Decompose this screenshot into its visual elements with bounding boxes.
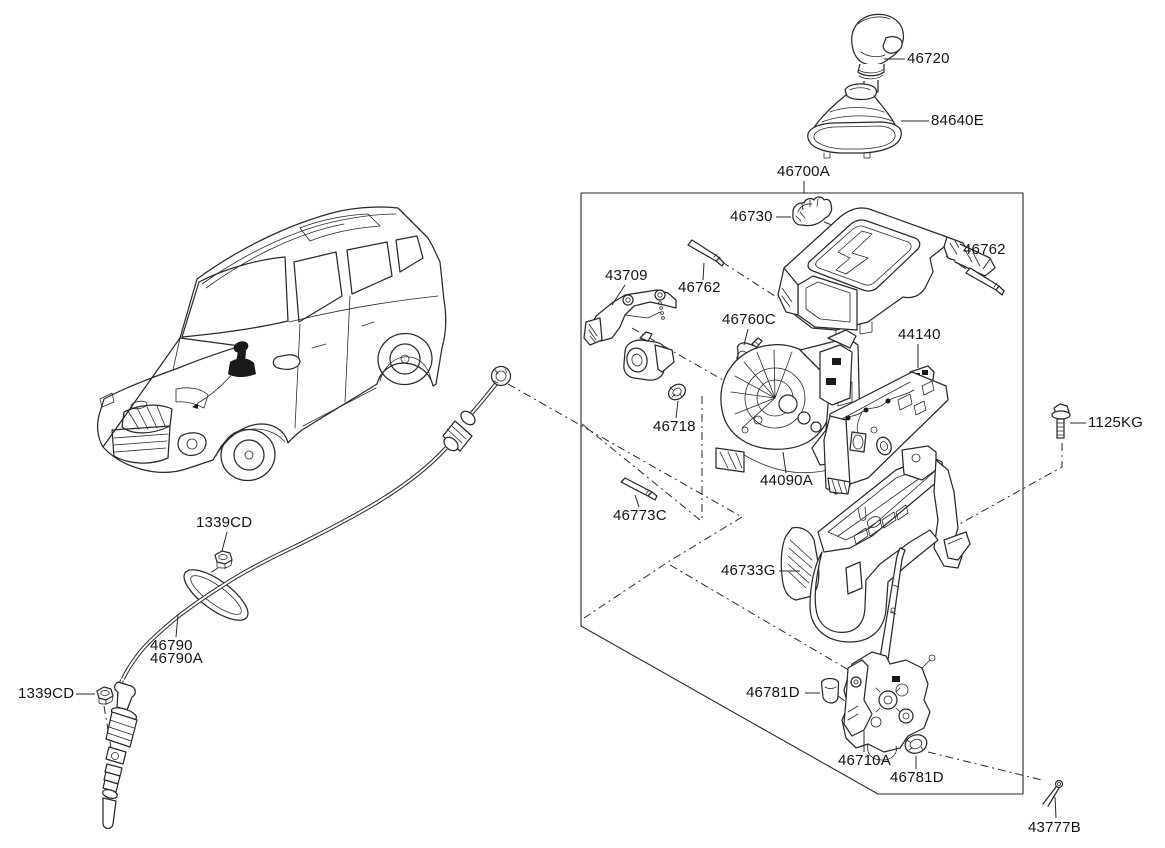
part-label-1339CD-upper[interactable]: 1339CD [196, 514, 253, 531]
part-label-46790A[interactable]: 46790A [150, 650, 203, 667]
shift-boot [807, 83, 902, 159]
part-label-46790[interactable]: 46790 [150, 637, 193, 654]
part-label-46781D-left[interactable]: 46781D [746, 684, 800, 701]
part-label-44140[interactable]: 44140 [898, 326, 941, 343]
part-label-43777B[interactable]: 43777B [1028, 819, 1081, 836]
console-indicator-cover [777, 207, 996, 341]
fog-lamp [177, 432, 207, 457]
cable-nut-upper [214, 550, 233, 570]
assembly-outline-46700A [580, 181, 1024, 795]
part-label-46760C[interactable]: 46760C [722, 311, 776, 328]
part-label-46720[interactable]: 46720 [907, 50, 950, 67]
washer [667, 383, 687, 401]
part-label-46773C[interactable]: 46773C [613, 507, 667, 524]
part-label-46733G[interactable]: 46733G [721, 562, 776, 579]
vehicle-illustration [96, 206, 447, 482]
lower-support-bracket [780, 445, 971, 643]
shift-lever-assembly [841, 547, 936, 761]
cable-eye-end [490, 365, 512, 387]
lower-intake [111, 425, 171, 464]
part-label-46762-left[interactable]: 46762 [678, 279, 721, 296]
part-label-84640E[interactable]: 84640E [931, 112, 984, 129]
detent-piece [792, 196, 833, 227]
part-label-44090A[interactable]: 44090A [760, 472, 813, 489]
cable-adjuster [442, 410, 476, 452]
roll-pin-right [965, 267, 1005, 296]
part-label-46710A[interactable]: 46710A [838, 752, 891, 769]
set-pin-46773C [620, 477, 658, 501]
part-label-1125KG[interactable]: 1125KG [1088, 414, 1144, 431]
shift-lever-location-marker [192, 341, 256, 409]
cable-end-fittings [102, 681, 138, 830]
part-label-1339CD-lower[interactable]: 1339CD [18, 685, 75, 702]
lever-bushing-bottom [904, 734, 928, 754]
part-label-43709[interactable]: 43709 [605, 267, 648, 284]
solenoid [623, 331, 675, 381]
shift-cable-46790 [96, 365, 512, 830]
cable-nut-lower [96, 686, 114, 706]
label-leader-lines [76, 58, 1086, 819]
roll-pin-left [687, 239, 725, 267]
part-label-46781D-bottom[interactable]: 46781D [890, 769, 944, 786]
part-label-46718[interactable]: 46718 [653, 418, 696, 435]
front-wheel [220, 428, 276, 482]
cotter-pin [1042, 779, 1064, 807]
part-label-46730[interactable]: 46730 [730, 208, 773, 225]
mounting-bolt [1051, 403, 1071, 439]
shift-lock-bracket [583, 289, 677, 381]
control-module-bracket [823, 344, 949, 495]
part-label-46700A[interactable]: 46700A [777, 163, 830, 180]
lever-bushing-left [820, 677, 840, 704]
rear-wheel [377, 332, 433, 386]
part-label-46762-right[interactable]: 46762 [963, 241, 1006, 258]
